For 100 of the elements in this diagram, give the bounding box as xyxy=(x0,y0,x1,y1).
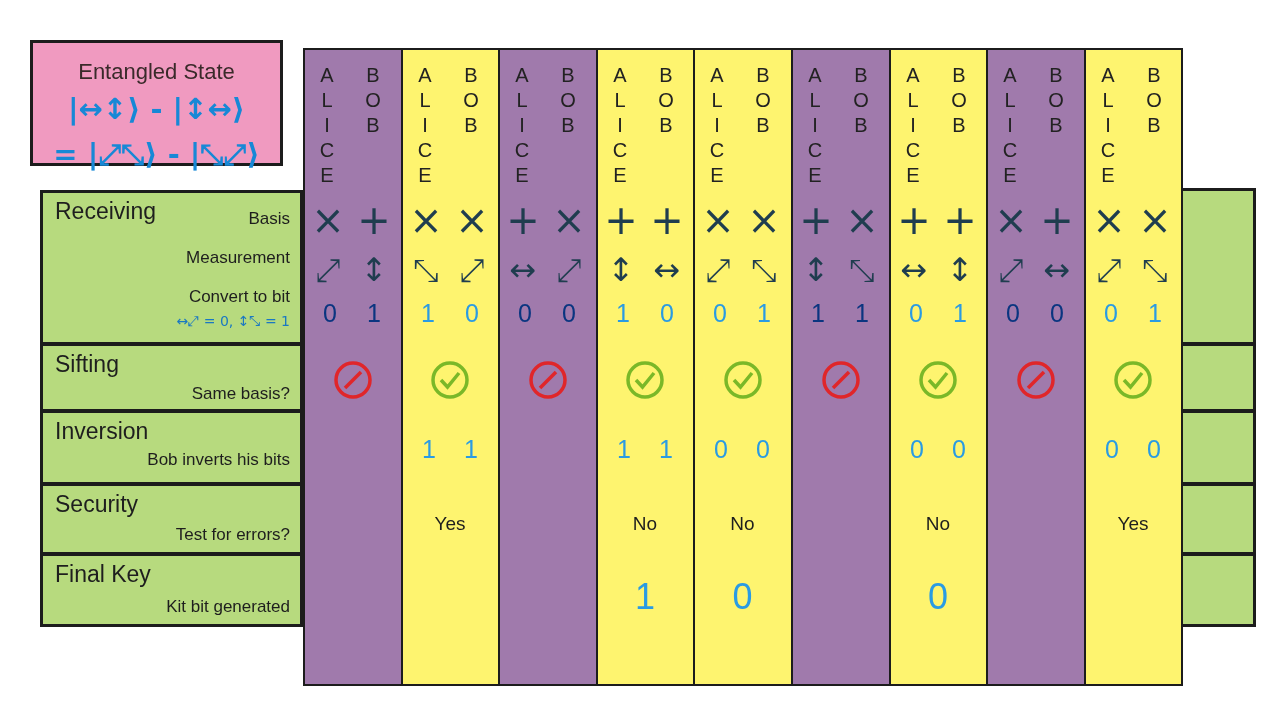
box-title: Entangled State xyxy=(78,61,235,83)
vertical-label: ALICE xyxy=(1000,64,1020,189)
basis-symbol: + xyxy=(604,200,638,240)
row-title: Final Key xyxy=(55,561,151,587)
measurement-symbol: ⤡ xyxy=(849,254,875,286)
vertical-label: ALICE xyxy=(805,64,825,189)
bit-value: 0 xyxy=(1006,300,1020,326)
column-band xyxy=(889,48,988,686)
bit-value: 1 xyxy=(616,300,630,326)
row-title: Receiving xyxy=(55,198,156,224)
basis-symbol: + xyxy=(1040,200,1074,240)
measurement-symbol: ↕ xyxy=(607,254,635,286)
row-end-box xyxy=(1183,553,1256,627)
bit-value: 0 xyxy=(909,300,923,326)
vertical-label: BOB xyxy=(1046,64,1066,139)
measurement-symbol: ↔ xyxy=(509,254,537,286)
row-subtitle: Measurement xyxy=(186,248,290,268)
bit-value: 1 xyxy=(855,300,869,326)
bit-value: 0 xyxy=(518,300,532,326)
column-band xyxy=(401,48,500,686)
measurement-symbol: ⤡ xyxy=(1142,254,1168,286)
bit-value: 0 xyxy=(660,300,674,326)
bit-value: 1 xyxy=(1148,300,1162,326)
bit-value: 0 xyxy=(1147,436,1161,462)
key-bit: 1 xyxy=(635,579,655,615)
basis-symbol: × xyxy=(1092,200,1126,240)
column-band xyxy=(498,48,598,686)
basis-symbol: + xyxy=(506,200,540,240)
vertical-label: ALICE xyxy=(707,64,727,189)
vertical-label: BOB xyxy=(656,64,676,139)
vertical-label: BOB xyxy=(753,64,773,139)
answer-text: No xyxy=(632,513,658,533)
vertical-label: ALICE xyxy=(512,64,532,189)
basis-symbol: × xyxy=(747,200,781,240)
measurement-symbol: ⤡ xyxy=(413,254,439,286)
row-title: Inversion xyxy=(55,418,149,444)
row-subtitle: Bob inverts his bits xyxy=(147,450,290,470)
bit-value: 1 xyxy=(617,436,631,462)
row-header-box xyxy=(40,553,303,627)
column-band xyxy=(693,48,793,686)
row-subtitle: Convert to bit xyxy=(188,287,290,307)
row-end-box xyxy=(1183,483,1256,555)
row-end-box xyxy=(1183,343,1256,412)
vertical-label: ALICE xyxy=(317,64,337,189)
bit-value: 1 xyxy=(811,300,825,326)
bit-value: 0 xyxy=(562,300,576,326)
bit-value: 1 xyxy=(953,300,967,326)
row-header-box xyxy=(40,410,303,485)
bit-value: 1 xyxy=(421,300,435,326)
ket-formula: = |⤢⤡⟩ - |⤡⤢⟩ xyxy=(53,140,260,169)
vertical-label: BOB xyxy=(1144,64,1164,139)
basis-symbol: + xyxy=(357,200,391,240)
row-subtitle: Test for errors? xyxy=(175,525,290,545)
answer-text: No xyxy=(730,513,755,533)
column-band xyxy=(791,48,891,686)
basis-symbol: + xyxy=(897,200,931,240)
row-end-box xyxy=(1183,188,1256,345)
vertical-label: ALICE xyxy=(610,64,630,189)
bit-value: 0 xyxy=(952,436,966,462)
bit-value: 0 xyxy=(465,300,479,326)
key-bit: 0 xyxy=(928,579,948,615)
bit-value: 0 xyxy=(756,436,770,462)
measurement-symbol: ⤢ xyxy=(705,254,731,286)
column-band xyxy=(596,48,695,686)
row-header-box xyxy=(40,483,303,555)
vertical-label: BOB xyxy=(558,64,578,139)
basis-symbol: × xyxy=(1138,200,1172,240)
column-band xyxy=(986,48,1086,686)
vertical-label: BOB xyxy=(851,64,871,139)
bit-value: 0 xyxy=(323,300,337,326)
measurement-symbol: ⤢ xyxy=(459,254,485,286)
row-title: Security xyxy=(55,491,139,517)
basis-symbol: + xyxy=(799,200,833,240)
vertical-label: BOB xyxy=(949,64,969,139)
bit-value: 1 xyxy=(464,436,478,462)
bit-value: 0 xyxy=(910,436,924,462)
vertical-label: BOB xyxy=(363,64,383,139)
basis-symbol: × xyxy=(455,200,489,240)
bit-value: 1 xyxy=(367,300,381,326)
basis-symbol: × xyxy=(409,200,443,240)
bit-value: 0 xyxy=(1104,300,1118,326)
column-band xyxy=(303,48,403,686)
column-band xyxy=(1084,48,1183,686)
bit-value: 0 xyxy=(1105,436,1119,462)
conversion-rule: ↔⤢ = 0, ↕⤡ = 1 xyxy=(176,312,290,330)
row-header-box xyxy=(40,190,303,345)
bit-value: 0 xyxy=(1050,300,1064,326)
measurement-symbol: ↔ xyxy=(900,254,928,286)
basis-symbol: + xyxy=(650,200,684,240)
basis-symbol: + xyxy=(943,200,977,240)
measurement-symbol: ↔ xyxy=(1043,254,1071,286)
row-header-box xyxy=(40,343,303,412)
answer-text: No xyxy=(925,513,951,533)
basis-symbol: × xyxy=(845,200,879,240)
answer-text: Yes xyxy=(434,513,466,533)
row-end-box xyxy=(1183,410,1256,485)
measurement-symbol: ⤢ xyxy=(998,254,1024,286)
bit-value: 1 xyxy=(422,436,436,462)
row-subtitle: Same basis? xyxy=(191,384,290,404)
answer-text: Yes xyxy=(1117,513,1149,533)
